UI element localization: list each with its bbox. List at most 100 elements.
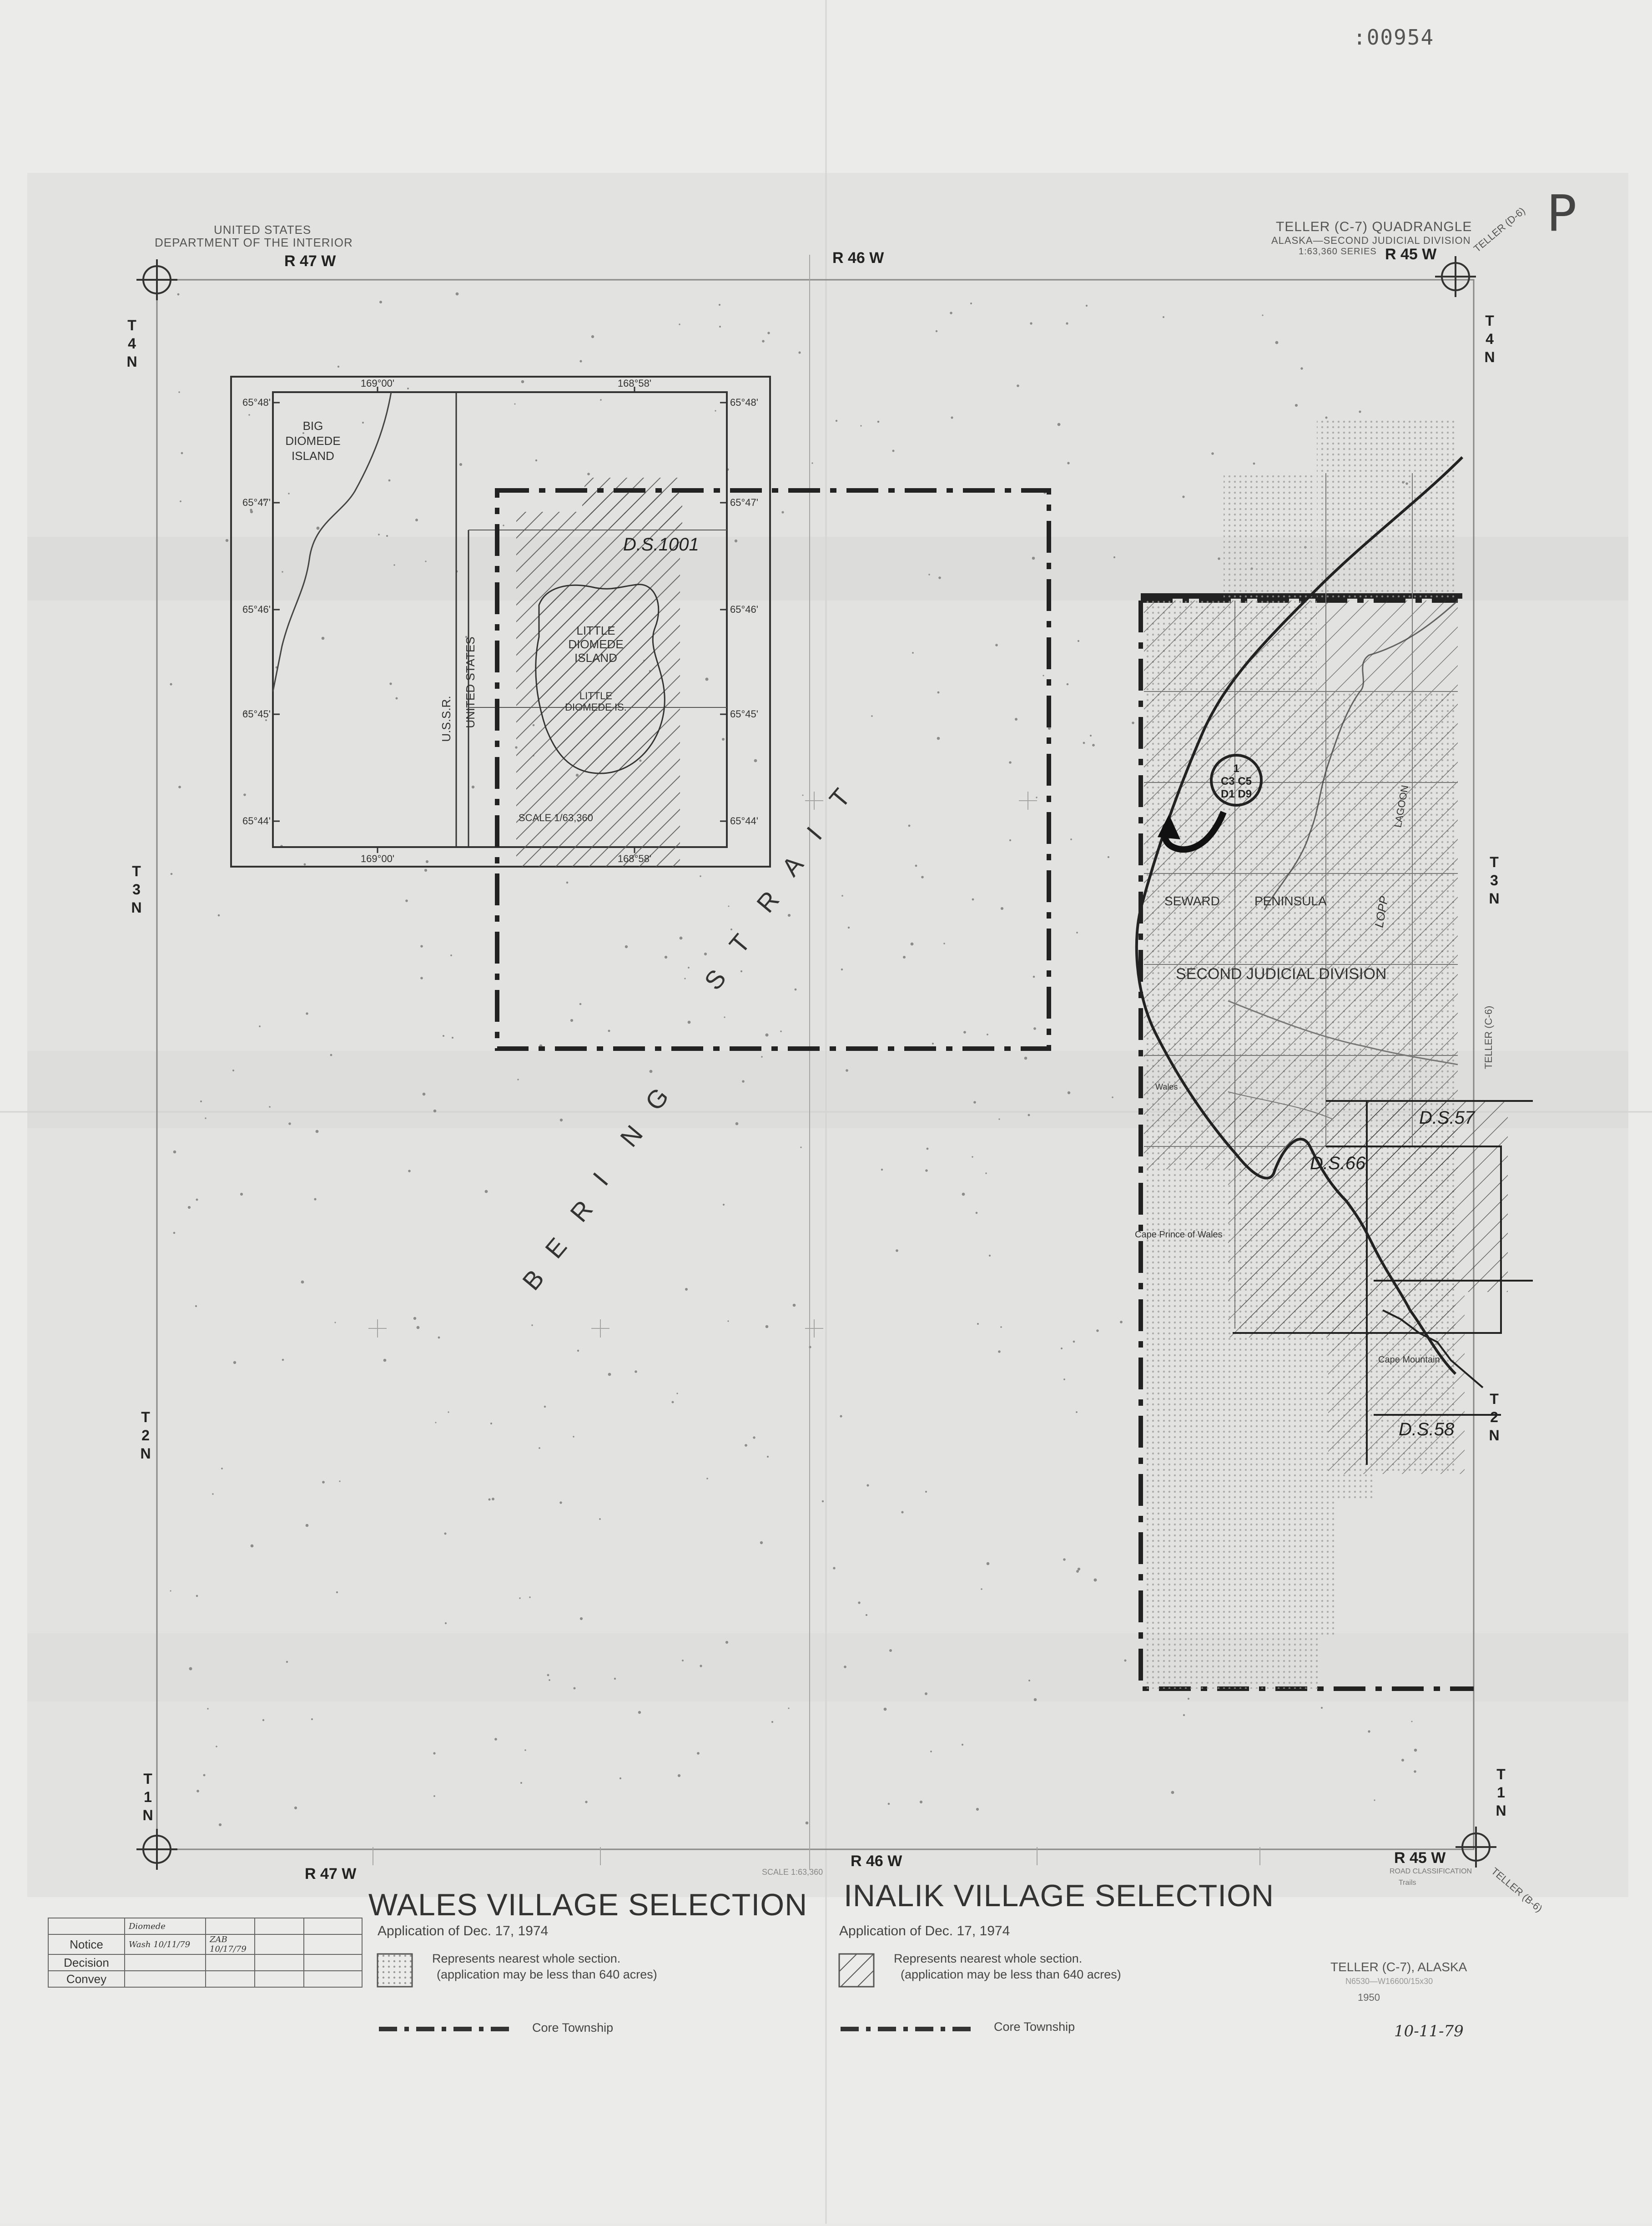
sounding-dot [600, 399, 602, 401]
sounding-dot [322, 1481, 325, 1484]
sounding-dot [1120, 1321, 1123, 1323]
sounding-dot [1093, 1578, 1097, 1582]
corner-crosshair-icon [136, 256, 1496, 1870]
sounding-dot [173, 1150, 176, 1154]
sounding-dot [585, 1801, 588, 1803]
sounding-dot [205, 1117, 206, 1119]
sounding-dot [243, 793, 246, 796]
inset-lat-46-right: 65°46' [730, 604, 758, 615]
sounding-dot [1024, 1056, 1027, 1060]
sounding-dot [730, 929, 732, 930]
inalik-legend-line1: Represents nearest whole section. [894, 1952, 1083, 1965]
township-t2n-left: T 2 N [140, 1409, 151, 1462]
sounding-dot [438, 1336, 440, 1339]
sounding-dot [725, 1640, 729, 1644]
header-right-line1: TELLER (C-7) QUADRANGLE [1276, 219, 1472, 234]
inalik-application: Application of Dec. 17, 1974 [839, 1923, 1010, 1938]
township-t4n-right: T 4 N [1484, 313, 1495, 365]
sounding-dot [877, 420, 880, 423]
sounding-dot [1359, 410, 1361, 413]
document-stamp: :00954 [1353, 25, 1435, 50]
sounding-dot [1414, 1748, 1417, 1752]
inset-lat-48-right: 65°48' [730, 397, 758, 408]
sounding-dot [334, 1322, 336, 1323]
sounding-dot [262, 498, 266, 502]
sounding-dot [682, 1660, 684, 1661]
sounding-dot [579, 1617, 583, 1620]
sounding-dot [1096, 1329, 1099, 1332]
sounding-dot [422, 1092, 426, 1096]
sounding-dot [207, 1708, 209, 1710]
sounding-dot [767, 1456, 769, 1458]
sounding-dot [896, 1249, 898, 1252]
sounding-dot [697, 1752, 700, 1755]
sounding-dot [1171, 1791, 1174, 1794]
sounding-dot [1017, 384, 1019, 387]
inset-lat-46: 65°46' [242, 604, 271, 615]
range-r47-top: R 47 W [284, 252, 336, 270]
inalik-title: INALIK VILLAGE SELECTION [844, 1878, 1274, 1913]
sounding-dot [321, 636, 325, 640]
sounding-dot [196, 1790, 199, 1792]
sounding-dot [286, 1661, 288, 1663]
sounding-dot [676, 1393, 678, 1394]
sounding-dot [336, 1591, 338, 1594]
table-row-convey: Convey [48, 1970, 125, 1988]
sounding-dot [212, 1493, 214, 1495]
ds-boundaries [1233, 1100, 1533, 1465]
sounding-dot [217, 914, 220, 917]
sounding-dot [619, 1777, 622, 1780]
sounding-dot [316, 526, 320, 530]
sounding-dot [315, 1130, 319, 1133]
big-diomede-3: ISLAND [292, 449, 334, 463]
sounding-dot [433, 1109, 437, 1113]
sounding-dot [250, 509, 252, 511]
sounding-dot [514, 403, 516, 405]
sounding-dot [599, 1518, 601, 1520]
sounding-dot [846, 1069, 848, 1072]
sounding-dot [232, 1070, 234, 1071]
sounding-dot [408, 1170, 411, 1172]
wales-town-label: Wales [1155, 1082, 1178, 1091]
sounding-dot [415, 519, 418, 521]
sounding-dot [975, 1211, 978, 1214]
sounding-dot [288, 493, 290, 495]
sounding-dot [788, 1707, 790, 1709]
sounding-dot [728, 905, 730, 907]
circle-line-3: D1 D9 [1221, 788, 1252, 800]
sounding-dot [1085, 304, 1088, 307]
sounding-dot [416, 1326, 420, 1329]
header-right-line3: 1:63,360 SERIES [1299, 247, 1377, 257]
sounding-dot [937, 737, 940, 740]
sounding-dot [787, 914, 791, 917]
table-header-note: Diomede [124, 1918, 206, 1935]
sounding-dot [1083, 742, 1085, 744]
inset-lat-45: 65°45' [242, 708, 271, 720]
sounding-dot [925, 1491, 927, 1493]
sounding-dot [1048, 727, 1051, 730]
peninsula-label: PENINSULA [1254, 894, 1327, 908]
sounding-dot [337, 365, 340, 368]
ds58-label: D.S.58 [1399, 1419, 1455, 1439]
sounding-dot [559, 1501, 562, 1504]
sounding-dot [901, 1511, 904, 1514]
sounding-dot [435, 1422, 437, 1423]
sounding-dot [625, 945, 628, 949]
sounding-dot [1124, 1659, 1127, 1662]
sounding-dot [649, 1070, 653, 1073]
sounding-dot [196, 1595, 198, 1597]
ussr-label: U.S.S.R. [439, 696, 453, 742]
grid-ticks [368, 255, 1260, 1870]
sounding-dot [833, 1567, 836, 1570]
sounding-dot [1063, 1378, 1065, 1380]
sounding-dot [1132, 722, 1134, 724]
sounding-dot [444, 1622, 447, 1625]
sounding-dot [521, 380, 524, 384]
sounding-dot [664, 955, 668, 959]
sounding-dot [881, 1168, 883, 1171]
range-r47-bottom: R 47 W [305, 1865, 357, 1883]
sounding-dot [724, 1016, 725, 1018]
sounding-dot [520, 1782, 522, 1784]
sounding-dot [420, 977, 423, 979]
sounding-dot [378, 534, 380, 535]
